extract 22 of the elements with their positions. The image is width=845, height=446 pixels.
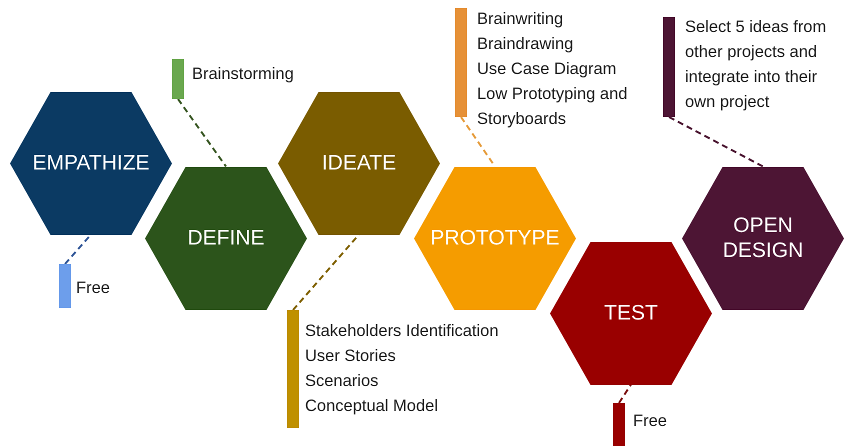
- leader-line: [668, 116, 764, 168]
- stage-label: DEFINE: [188, 226, 264, 250]
- stage-label: IDEATE: [322, 150, 396, 176]
- callout-text: Free: [76, 278, 110, 299]
- stage-label: PROTOTYPE: [430, 226, 560, 250]
- callout-text: Braindrawing: [477, 34, 574, 55]
- callout-text: Select 5 ideas from other projects and integrate into their own project: [685, 17, 828, 113]
- callout-text: Free: [633, 411, 667, 432]
- leader-line: [177, 98, 227, 168]
- stage-label: TEST: [604, 300, 658, 326]
- callout-text: User Stories: [305, 346, 397, 367]
- callout-text: Stakeholders Identification: [305, 321, 499, 342]
- stage-label: OPEN DESIGN: [722, 213, 804, 263]
- callout-text: Scenarios: [305, 371, 380, 392]
- callout-text: Brainwriting: [477, 9, 564, 30]
- callout-text: Low Prototyping and Storyboards: [477, 84, 628, 130]
- callout-text: Conceptual Model: [305, 396, 439, 417]
- callout-text: Brainstorming: [192, 64, 294, 85]
- callout-text: Use Case Diagram: [477, 59, 618, 80]
- leader-line: [618, 384, 632, 404]
- stage-label: EMPATHIZE: [32, 150, 150, 176]
- leader-line: [64, 234, 92, 265]
